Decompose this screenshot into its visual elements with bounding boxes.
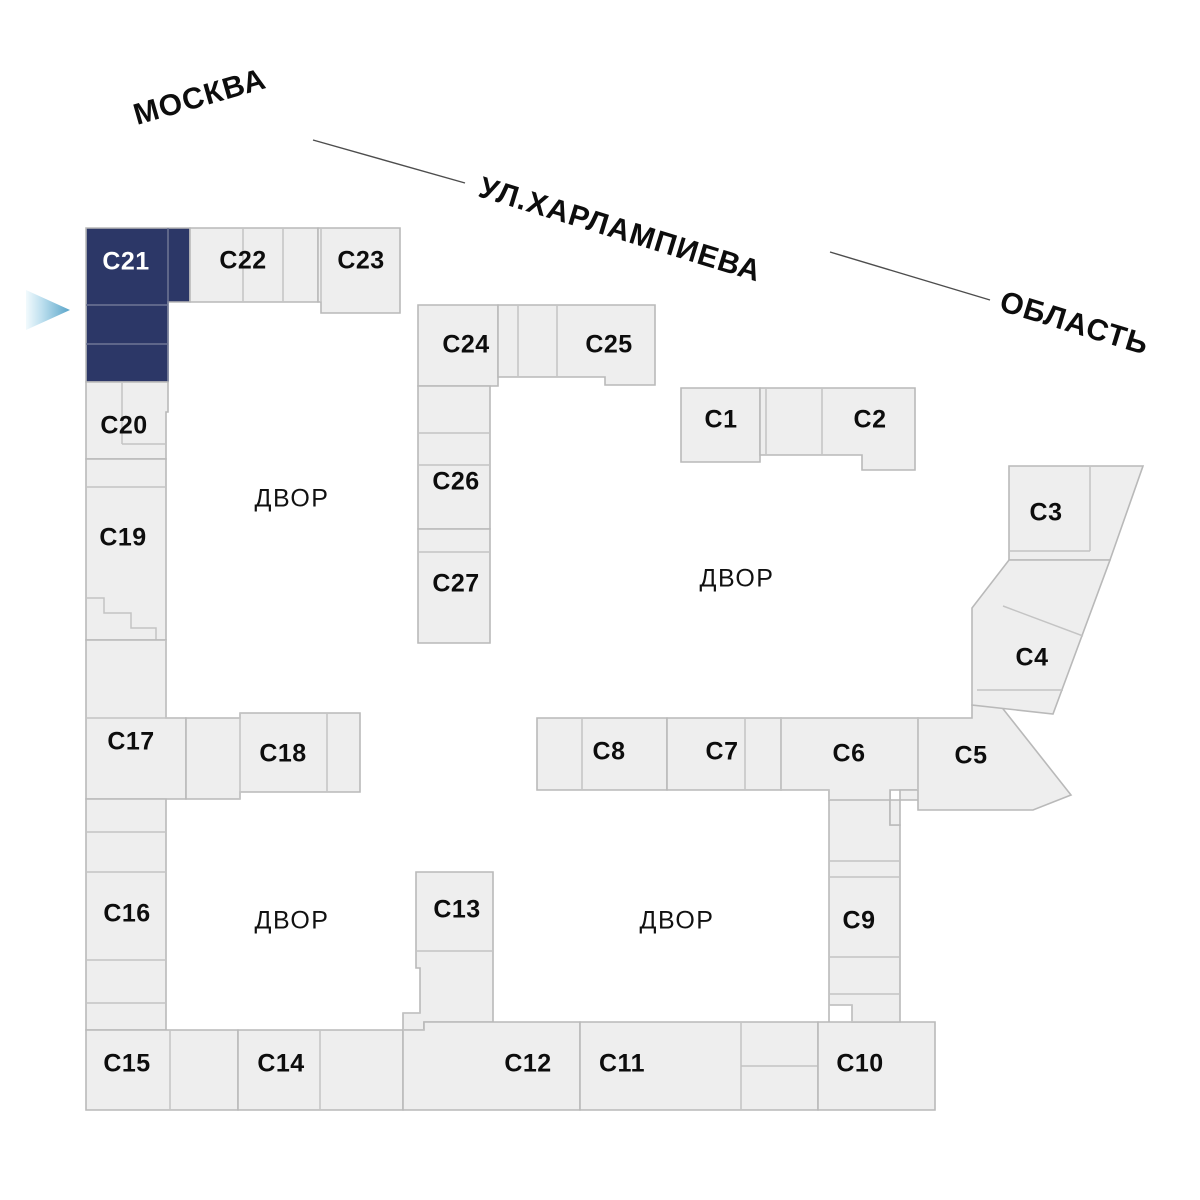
direction-label-oblast: ОБЛАСТЬ: [996, 285, 1153, 362]
section-label-C1: C1: [705, 406, 738, 434]
direction-label-moscow: МОСКВА: [130, 62, 270, 131]
section-block-C15[interactable]: C15: [85, 1029, 239, 1111]
section-label-C8: C8: [593, 738, 626, 766]
section-label-C17: C17: [107, 728, 154, 756]
section-block-C1[interactable]: C1: [680, 387, 761, 463]
section-label-C20: C20: [100, 412, 147, 440]
section-block-C2[interactable]: C2: [759, 387, 916, 471]
section-label-C18: C18: [259, 740, 306, 768]
section-label-C12: C12: [504, 1050, 551, 1078]
section-label-C22: C22: [219, 247, 266, 275]
section-label-C19: C19: [99, 524, 146, 552]
section-block-C20[interactable]: C20: [85, 381, 169, 460]
section-label-C3: C3: [1030, 499, 1063, 527]
section-block-C26[interactable]: C26: [417, 385, 491, 530]
section-label-C13: C13: [433, 896, 480, 924]
section-block-C12[interactable]: C12: [402, 1021, 581, 1111]
yard-label-se: ДВОР: [640, 907, 715, 935]
section-block-C16[interactable]: C16: [85, 798, 167, 1031]
section-label-C25: C25: [585, 331, 632, 359]
section-block-C3[interactable]: C3: [1008, 465, 1145, 561]
section-label-C5: C5: [955, 742, 988, 770]
section-label-C16: C16: [103, 900, 150, 928]
section-label-C27: C27: [432, 570, 479, 598]
section-block-C14[interactable]: C14: [237, 1029, 404, 1111]
section-label-C23: C23: [337, 247, 384, 275]
entrance-arrow-icon[interactable]: [26, 290, 70, 330]
section-block-C23[interactable]: C23: [317, 227, 401, 314]
section-block-C21[interactable]: C21: [85, 227, 191, 383]
section-block-C5[interactable]: C5: [899, 704, 1073, 811]
section-block-C6[interactable]: C6: [780, 717, 919, 826]
section-label-C21: C21: [102, 248, 149, 276]
leader-line-right: [829, 251, 991, 301]
section-block-C25[interactable]: C25: [497, 304, 656, 386]
section-label-C10: C10: [836, 1050, 883, 1078]
section-label-C11: C11: [599, 1050, 645, 1078]
section-block-C13[interactable]: C13: [402, 871, 494, 1031]
street-label-harlampieva: УЛ.ХАРЛАМПИЕВА: [475, 171, 765, 288]
section-block-C7[interactable]: C7: [666, 717, 782, 791]
yard-label-nw: ДВОР: [255, 485, 330, 513]
section-label-C26: C26: [432, 468, 479, 496]
section-label-C4: C4: [1016, 644, 1049, 672]
section-label-C15: C15: [103, 1050, 150, 1078]
section-block-C27[interactable]: C27: [417, 528, 491, 644]
section-block-C24[interactable]: C24: [417, 304, 499, 387]
section-label-C24: C24: [442, 331, 489, 359]
section-label-C14: C14: [257, 1050, 304, 1078]
section-block-C19[interactable]: C19: [85, 458, 167, 641]
section-block-C10[interactable]: C10: [817, 1021, 936, 1111]
section-label-C2: C2: [854, 406, 887, 434]
section-block-C8[interactable]: C8: [536, 717, 668, 791]
section-block-C9[interactable]: C9: [828, 789, 901, 1023]
yard-label-ne: ДВОР: [700, 565, 775, 593]
section-block-C17[interactable]: C17: [85, 639, 187, 800]
section-label-C9: C9: [843, 907, 876, 935]
section-block-C22[interactable]: C22: [189, 227, 319, 303]
section-label-C6: C6: [833, 740, 866, 768]
yard-label-sw: ДВОР: [255, 907, 330, 935]
leader-line-left: [312, 139, 466, 184]
section-block-C4[interactable]: C4: [971, 559, 1112, 715]
section-label-C7: C7: [706, 738, 739, 766]
section-block-C11[interactable]: C11: [579, 1021, 819, 1111]
section-block-C18[interactable]: C18: [185, 712, 361, 800]
